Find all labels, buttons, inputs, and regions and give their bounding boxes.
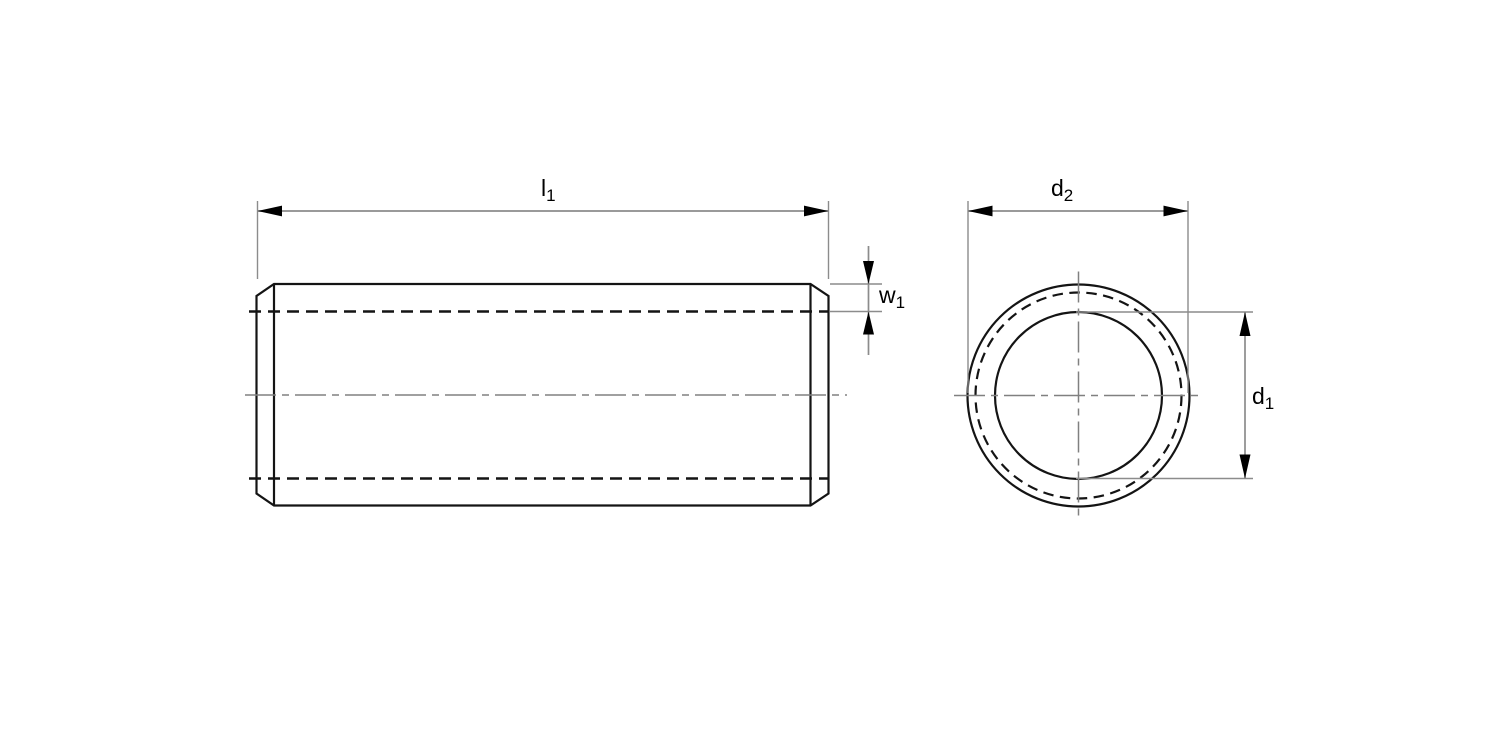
sleeve-outline [255, 282, 830, 507]
dimension-outer-diameter: d2 [967, 175, 1189, 393]
arrowhead-down [1239, 454, 1251, 479]
dimension-length: l1 [256, 175, 830, 279]
arrowhead-up [1239, 312, 1251, 336]
arrowhead-right [1163, 205, 1188, 217]
dimension-label-w1: w1 [878, 282, 905, 312]
side-view [245, 282, 847, 507]
dimension-label-d2: d2 [1051, 175, 1073, 205]
dimension-label-d1: d1 [1252, 383, 1274, 413]
arrowhead-left [968, 205, 993, 217]
arrowhead-down [863, 261, 874, 284]
arrowhead-right [804, 205, 829, 217]
end-view [954, 271, 1200, 519]
dimension-inner-diameter: d1 [1076, 311, 1274, 480]
arrowhead-up [863, 311, 874, 335]
arrowhead-left [257, 205, 282, 217]
dimension-wall-thickness: w1 [830, 246, 905, 355]
dimension-label-l1: l1 [541, 175, 556, 205]
